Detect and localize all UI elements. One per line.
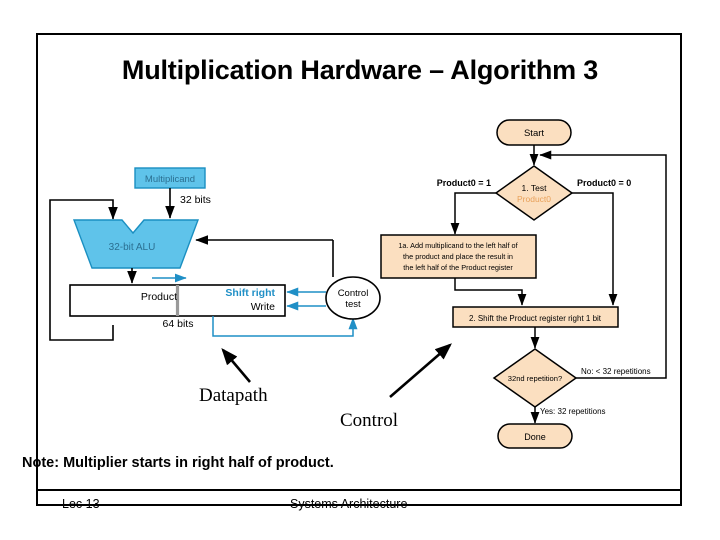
flow-node-add-label-line1: 1a. Add multiplicand to the left half of: [398, 241, 518, 250]
flow-node-add-label-line2: the product and place the result in: [403, 252, 513, 261]
footer-course-label: Systems Architecture: [290, 497, 408, 511]
write-label: Write: [251, 301, 275, 313]
control-test-label-line1: Control: [338, 288, 369, 299]
slide-note: Note: Multiplier starts in right half of…: [22, 455, 334, 471]
flow-node-repetition-label: 32nd repetition?: [508, 374, 562, 383]
flow-node-start-label: Start: [524, 128, 544, 139]
branch-product0-eq-1-wire: [450, 192, 496, 235]
footer-divider: [38, 489, 680, 491]
flow-node-test-label-line1: 1. Test: [522, 183, 548, 193]
edge-label-no-branch: No: < 32 repetitions: [581, 367, 651, 376]
flow-node-add: [380, 234, 537, 279]
multiplicand-bits-label: 32 bits: [180, 194, 211, 206]
edge-label-product0-eq-1: Product0 = 1: [437, 178, 491, 188]
flow-node-test: [494, 165, 574, 221]
branch-product0-eq-0-wire: [572, 192, 618, 306]
control-annotation-label: Control: [340, 410, 399, 431]
datapath-feedback-wire: [49, 199, 118, 341]
shift-right-label: Shift right: [225, 287, 275, 299]
flow-node-test-label-line2: Product0: [517, 194, 551, 204]
alu-label: 32-bit ALU: [109, 242, 156, 253]
edge-label-yes-branch: Yes: 32 repetitions: [540, 407, 606, 416]
flow-node-done-label: Done: [524, 432, 546, 442]
product0-to-control-wire: [212, 316, 358, 337]
flow-node-shift-label: 2. Shift the Product register right 1 bi…: [469, 314, 602, 323]
control-flowchart: Start 1. Test Product0 Product0 = 1 Prod…: [380, 119, 667, 449]
datapath-annotation-label: Datapath: [199, 385, 268, 406]
flow-node-done: [497, 423, 573, 449]
edge-label-product0-eq-0: Product0 = 0: [577, 178, 631, 188]
slide-border: [36, 33, 682, 506]
datapath-diagram: Multiplicand 32 bits 32-bit ALU Product …: [49, 167, 381, 341]
flow-node-add-label-line3: the left half of the Product register: [403, 263, 513, 272]
control-pointer-arrow: [389, 343, 452, 398]
control-test-ellipse: [325, 276, 381, 320]
datapath-pointer-arrow: [221, 348, 251, 383]
control-test-label-line2: test: [345, 299, 361, 310]
alu-shape: [72, 219, 200, 269]
product-label: Product: [141, 291, 177, 303]
footer-lecture-label: Lec 13: [62, 497, 100, 511]
product-bits-label: 64 bits: [163, 318, 194, 330]
multiplicand-label: Multiplicand: [145, 174, 195, 185]
page-title: Multiplication Hardware – Algorithm 3: [121, 55, 599, 85]
branch-no-wire: [539, 150, 667, 379]
add-to-shift-wire: [454, 278, 527, 306]
